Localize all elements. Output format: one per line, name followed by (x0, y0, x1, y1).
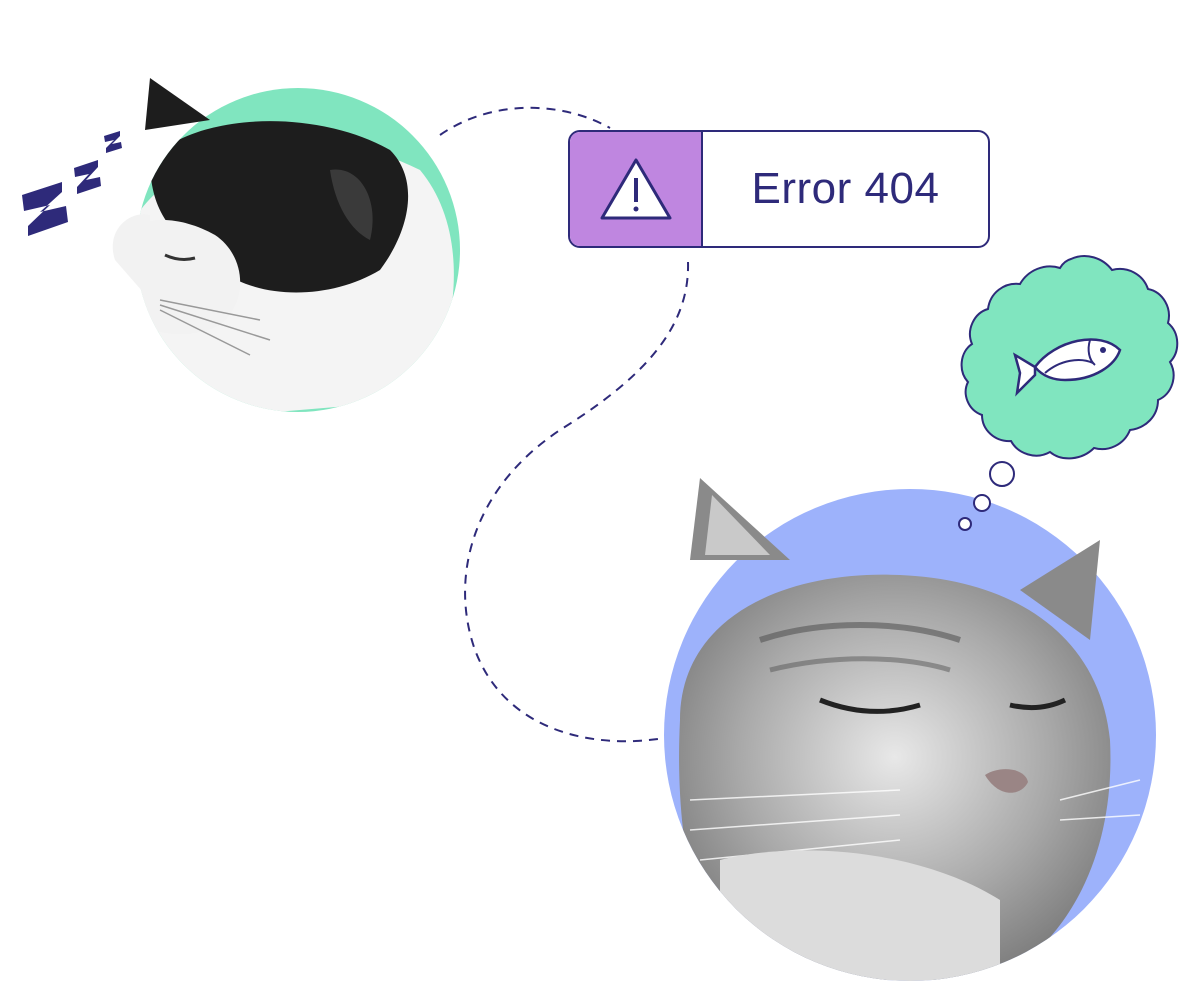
error-badge: Error 404 (568, 130, 990, 248)
dreaming-cat-bottom (664, 478, 1156, 981)
zzz-icon (22, 131, 122, 236)
thought-bubble (958, 255, 1179, 531)
fish-icon (1012, 338, 1122, 397)
dashed-connector (439, 106, 690, 743)
sleeping-cat-top (112, 78, 460, 412)
warning-icon-cell (570, 132, 703, 246)
warning-triangle-icon (600, 158, 671, 220)
error-code-label: Error 404 (751, 164, 940, 213)
